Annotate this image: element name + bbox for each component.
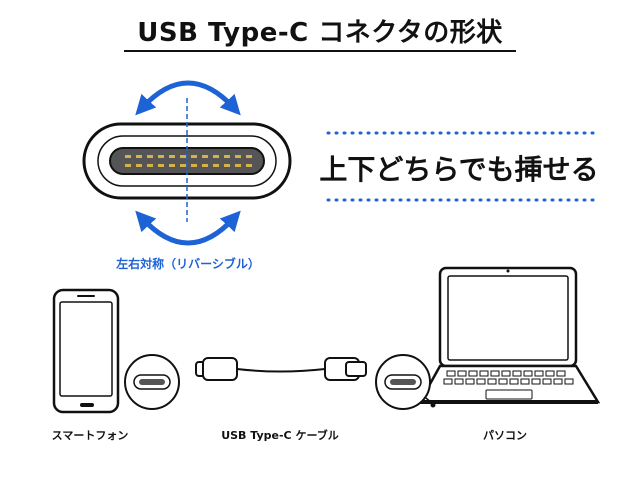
title-underline: [124, 50, 516, 52]
reversible-slogan: 上下どちらでも挿せる: [319, 153, 599, 186]
smartphone-label: スマートフォン: [51, 429, 129, 442]
rotate-arrow-icon: [135, 80, 241, 116]
usb-c-cable-icon: [195, 357, 367, 381]
rotate-arrow-icon: [135, 210, 241, 246]
usb-c-port-icon: [375, 354, 431, 410]
pc-label: パソコン: [483, 429, 527, 442]
laptop-icon: [417, 266, 601, 404]
smartphone-icon: [52, 288, 120, 414]
cable-label: USB Type-C ケーブル: [221, 429, 339, 442]
page-title: USB Type-C コネクタの形状: [137, 18, 503, 48]
usb-c-connector-large: [82, 122, 292, 200]
symmetry-label: 左右対称（リバーシブル）: [116, 257, 260, 271]
usb-c-port-icon: [124, 354, 180, 410]
laptop-port: [430, 402, 436, 408]
